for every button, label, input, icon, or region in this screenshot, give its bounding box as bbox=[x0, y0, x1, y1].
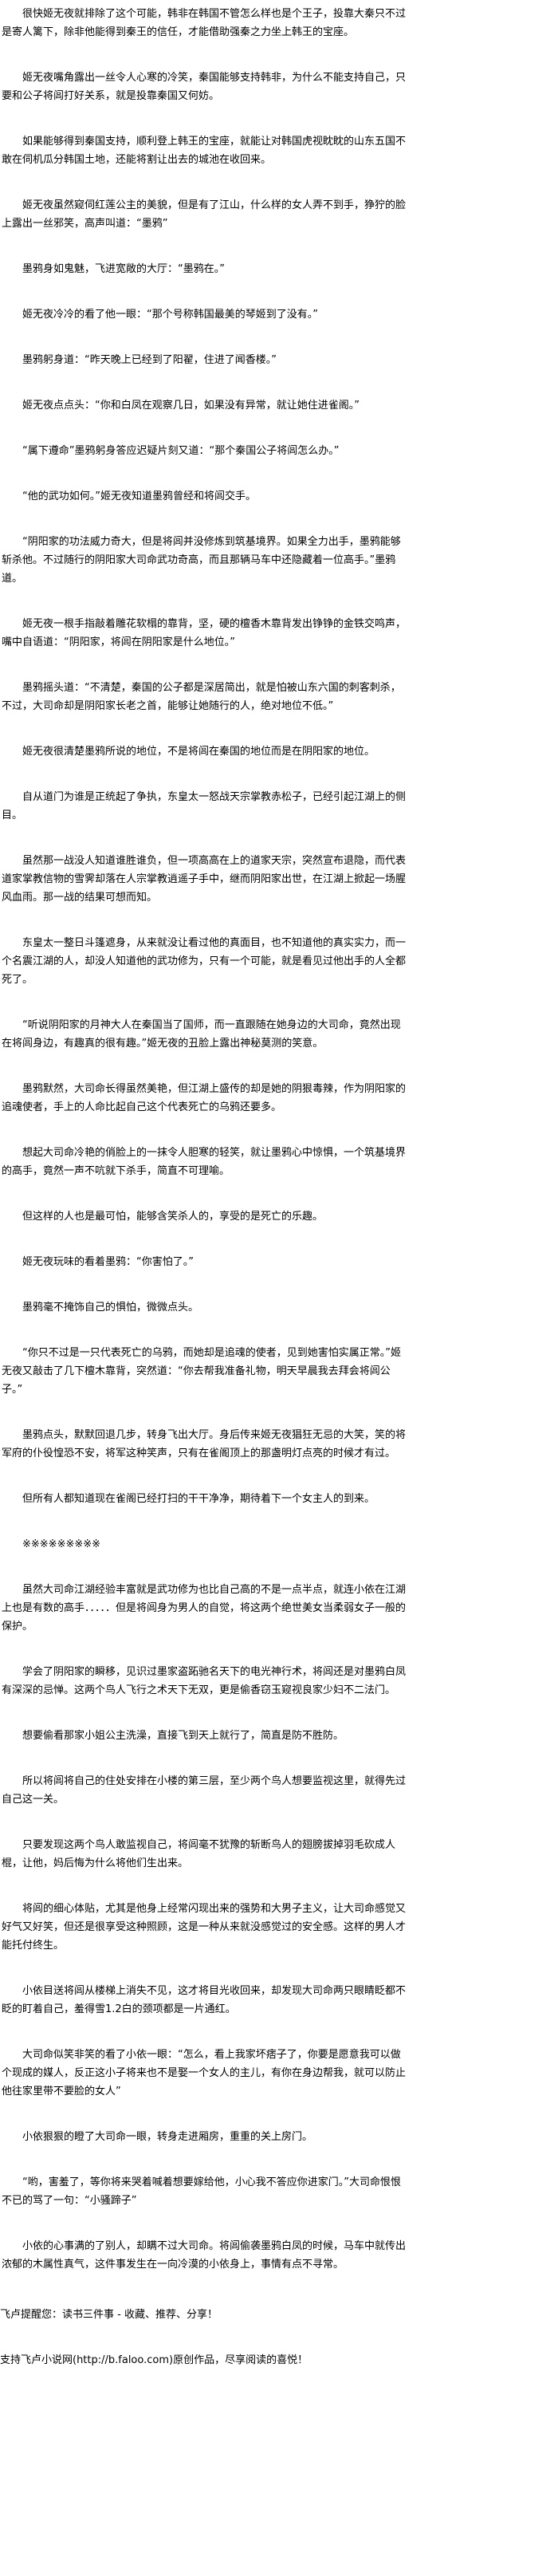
story-paragraph: 姬无夜玩味的看着墨鸦：“你害怕了。” bbox=[22, 1256, 194, 1268]
story-paragraph: 墨鸦默然，大司命长得虽然美艳，但江湖上盛传的却是她的阴狠毒辣，作为阴阳家的追魂使… bbox=[2, 1083, 407, 1113]
story-paragraph: 小依目送将闾从楼梯上消失不见，这才将目光收回来，却发现大司命两只眼睛眨都不眨的盯… bbox=[2, 1985, 407, 2015]
story-paragraph: 东皇太一整日斗篷遮身，从来就没让看过他的真面目，也不知道他的真实实力，而一个名震… bbox=[2, 937, 407, 986]
section-divider: ※※※※※※※※※ bbox=[22, 1538, 101, 1550]
story-paragraph: 姬无夜很清楚墨鸦所说的地位，不是将闾在秦国的地位而是在阴阳家的地位。 bbox=[22, 746, 375, 758]
chapter-body: 很快姬无夜就排除了这个可能，韩非在韩国不管怎么样也是个王子，投靠大秦只不过是寄人… bbox=[2, 8, 407, 2271]
story-paragraph: 小依狠狠的瞪了大司命一眼，转身走进厢房，重重的关上房门。 bbox=[22, 2131, 313, 2143]
story-paragraph: 自从道门为谁是正统起了争执，东皇太一怒战天宗掌教赤松子，已经引起江湖上的侧目。 bbox=[2, 791, 407, 821]
reading-reminder: 飞卢提醒您：读书三件事 - 收藏、推荐、分享！ bbox=[0, 2309, 218, 2321]
story-paragraph: 墨鸦躬身道：“昨天晚上已经到了阳翟，住进了闻香楼。” bbox=[22, 354, 277, 366]
story-paragraph: 将闾的细心体贴，尤其是他身上经常闪现出来的强势和大男子主义，让大司命感觉又好气又… bbox=[2, 1903, 407, 1952]
story-paragraph: “哟，害羞了，等你将来哭着喊着想要嫁给他，小心我不答应你进家门。”大司命恨恨不已… bbox=[2, 2176, 401, 2207]
story-paragraph: 学会了阴阳家的瞬移，见识过墨家盗跖驰名天下的电光神行术，将闾还是对墨鸦白凤有深深… bbox=[2, 1666, 407, 1696]
story-paragraph: 姬无夜虽然窥伺红莲公主的美貌，但是有了江山，什么样的女人弄不到手，狰狞的脸上露出… bbox=[2, 199, 407, 230]
story-paragraph: 所以将闾将自己的住处安排在小楼的第三层，至少两个鸟人想要监视这里，就得先过自己这… bbox=[2, 1775, 407, 1806]
story-paragraph: 墨鸦身如鬼魅，飞进宽敞的大厅：“墨鸦在。” bbox=[22, 263, 225, 275]
story-paragraph: 很快姬无夜就排除了这个可能，韩非在韩国不管怎么样也是个王子，投靠大秦只不过是寄人… bbox=[2, 8, 407, 38]
story-paragraph: 墨鸦点头，默默回退几步，转身飞出大厅。身后传来姬无夜猖狂无忌的大笑，笑的将军府的… bbox=[2, 1429, 407, 1459]
story-paragraph: 想起大司命冷艳的俏脸上的一抹令人胆寒的轻笑，就让墨鸦心中惊惧，一个筑基境界的高手… bbox=[2, 1147, 407, 1177]
story-paragraph: 墨鸦毫不掩饰自己的惧怕，微微点头。 bbox=[22, 1302, 199, 1314]
story-paragraph: 墨鸦摇头道：“不清楚，秦国的公子都是深居简出，就是怕被山东六国的刺客刺杀，不过，… bbox=[2, 682, 401, 712]
story-paragraph: “听说阴阳家的月神大人在秦国当了国师，而一直跟随在她身边的大司命，竟然出现在将闾… bbox=[2, 1019, 401, 1050]
story-paragraph: 大司命似笑非笑的看了小依一眼：“怎么，看上我家坏痞子了，你要是愿意我可以做个现成… bbox=[2, 2049, 407, 2097]
story-paragraph: “属下遵命”墨鸦躬身答应迟疑片刻又道：“那个秦国公子将闾怎么办。” bbox=[22, 445, 340, 457]
story-paragraph: 虽然大司命江湖经验丰富就是武功修为也比自己高的不是一点半点，就连小依在江湖上也是… bbox=[2, 1584, 407, 1633]
story-paragraph: 虽然那一战没人知道谁胜谁负，但一项高高在上的道家天宗，突然宣布退隐，而代表道家掌… bbox=[2, 855, 407, 904]
story-paragraph: 只要发现这两个鸟人敢监视自己，将闾毫不犹豫的斩断鸟人的翅膀拔掉羽毛砍成人棍，让他… bbox=[2, 1839, 396, 1869]
story-paragraph: 但所有人都知道现在雀阁已经打扫的干干净净，期待着下一个女主人的到来。 bbox=[22, 1493, 375, 1505]
story-paragraph: 想要偷看那家小姐公主洗澡，直接飞到天上就行了，简直是防不胜防。 bbox=[22, 1730, 344, 1742]
site-support-notice[interactable]: 支持飞卢小说网(http://b.faloo.com)原创作品，尽享阅读的喜悦！ bbox=[0, 2354, 308, 2366]
story-paragraph: 但这样的人也是最可怕，能够含笑杀人的，享受的是死亡的乐趣。 bbox=[22, 1211, 324, 1223]
story-paragraph: 小依的心事满的了别人，却瞒不过大司命。将闾偷袭墨鸦白凤的时候，马车中就传出浓郁的… bbox=[2, 2240, 407, 2271]
story-paragraph: 姬无夜冷冷的看了他一眼：“那个号称韩国最美的琴姬到了没有。” bbox=[22, 309, 318, 321]
story-paragraph: “阴阳家的功法威力奇大，但是将闾并没修炼到筑基境界。如果全力出手，墨鸦能够斩杀他… bbox=[2, 536, 401, 585]
story-paragraph: “你只不过是一只代表死亡的乌鸦，而她却是追魂的使者，见到她害怕实属正常。”姬无夜… bbox=[2, 1347, 401, 1396]
story-paragraph: 姬无夜点点头：“你和白凤在观察几日，如果没有异常，就让她住进雀阁。” bbox=[22, 400, 360, 412]
story-paragraph: 如果能够得到秦国支持，顺利登上韩王的宝座，就能让对韩国虎视眈眈的山东五国不敢在伺… bbox=[2, 136, 407, 166]
story-paragraph: 姬无夜嘴角露出一丝令人心寒的冷笑，秦国能够支持韩非，为什么不能支持自己，只要和公… bbox=[2, 72, 407, 102]
story-paragraph: “他的武功如何。”姬无夜知道墨鸦曾经和将闾交手。 bbox=[22, 490, 256, 502]
story-paragraph: 姬无夜一根手指敲着雕花软榻的靠背，坚，硬的檀香木靠背发出铮铮的金铁交鸣声，嘴中自… bbox=[2, 618, 407, 648]
page-footer: 飞卢提醒您：读书三件事 - 收藏、推荐、分享！ 支持飞卢小说网(http://b… bbox=[0, 2306, 558, 2369]
